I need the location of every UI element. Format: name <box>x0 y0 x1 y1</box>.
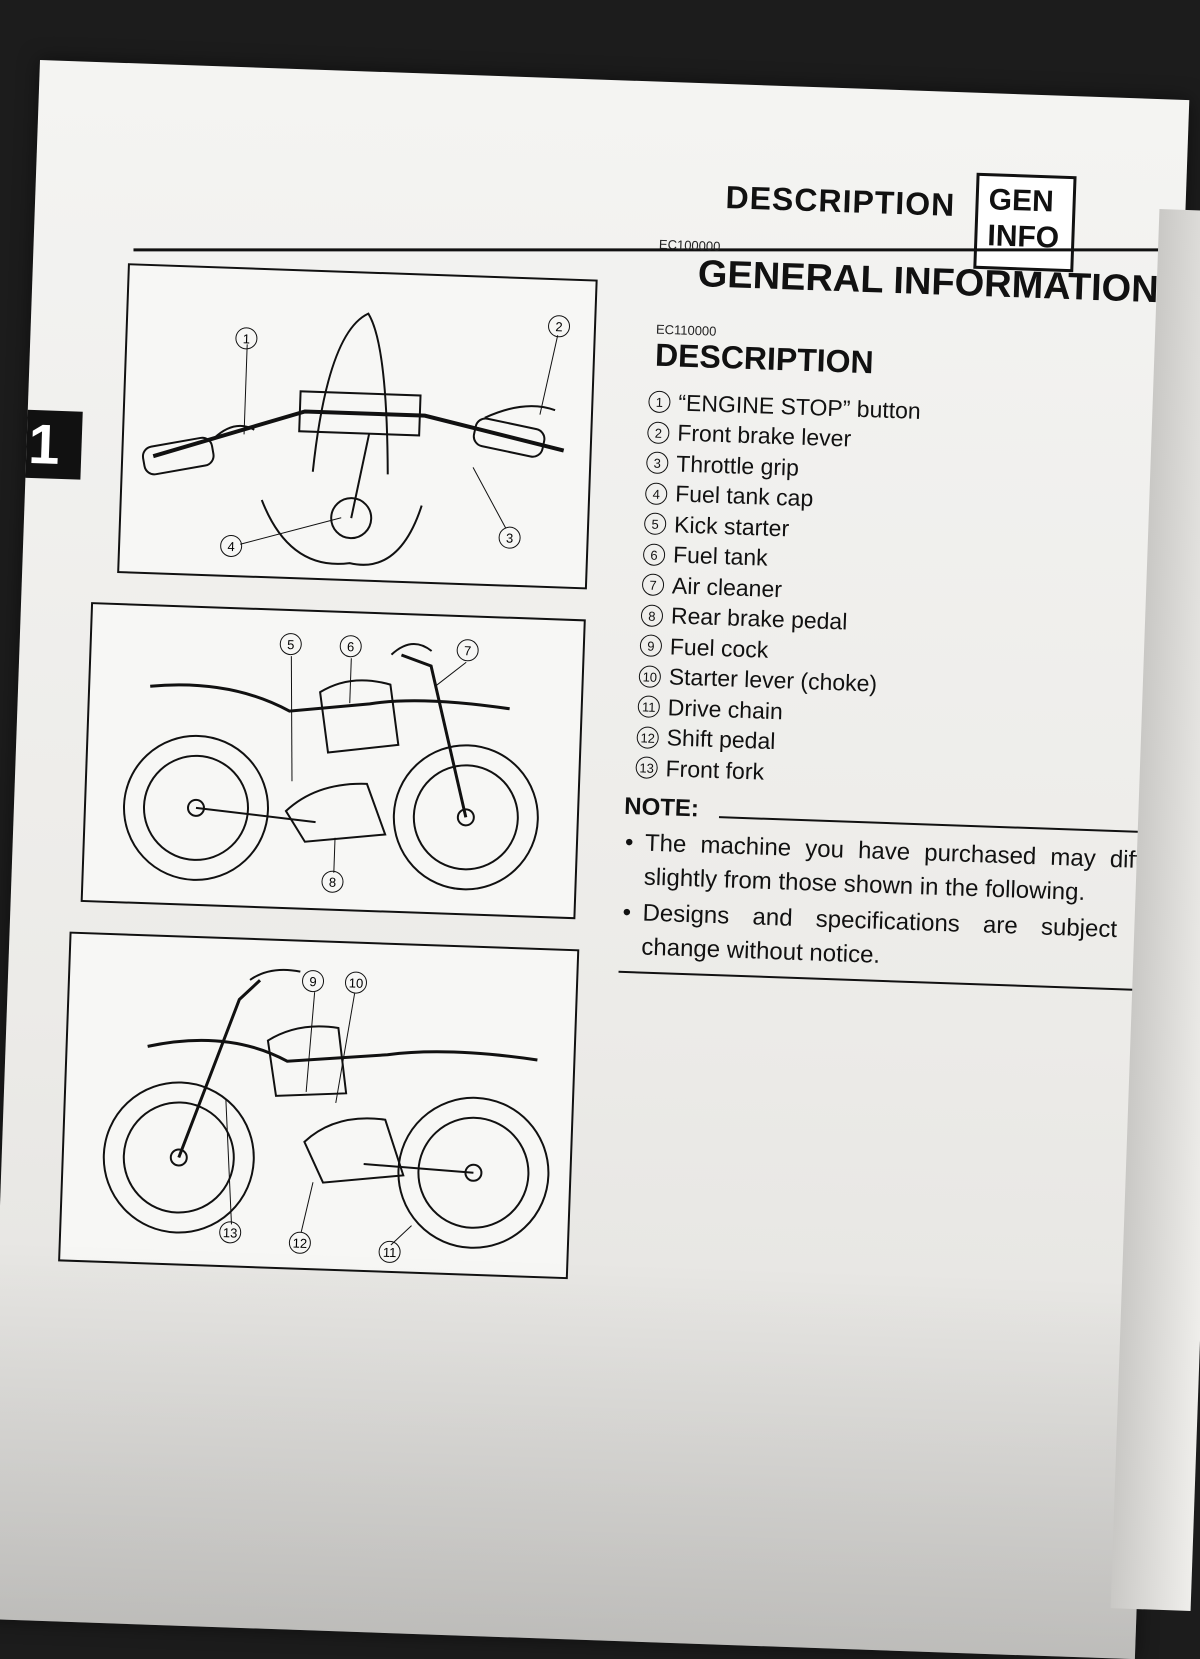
callout-number: 11 <box>637 695 661 719</box>
page-header-title: DESCRIPTION <box>725 179 956 224</box>
part-label: Drive chain <box>667 694 784 725</box>
gen-info-badge: GEN INFO <box>973 172 1077 273</box>
part-label: Front brake lever <box>676 419 852 452</box>
callout-number: 2 <box>646 421 670 444</box>
callout-number: 12 <box>636 725 660 749</box>
left-side-illustration <box>122 643 539 891</box>
part-label: Rear brake pedal <box>670 602 848 635</box>
callout-number: 7 <box>456 638 480 662</box>
callout-number: 5 <box>279 632 303 656</box>
callout-number: 5 <box>643 512 667 536</box>
callout-number: 11 <box>378 1240 401 1264</box>
callout-number: 9 <box>639 634 663 658</box>
gen-info-badge-line1: GEN <box>988 183 1055 219</box>
callout-number: 13 <box>218 1220 242 1244</box>
callout-number: 1 <box>235 326 258 350</box>
callout-number: 2 <box>547 314 571 338</box>
callout-number: 3 <box>498 526 521 550</box>
right-side-illustration <box>102 968 550 1249</box>
figure-handlebar: 1 2 3 4 <box>117 263 598 590</box>
part-label: Fuel cock <box>669 633 769 663</box>
part-label: Fuel tank cap <box>674 480 814 512</box>
part-label: Air cleaner <box>671 572 783 602</box>
callout-number: 12 <box>288 1231 312 1255</box>
part-label: Shift pedal <box>666 724 776 755</box>
note-list: The machine you have purchased may diffe… <box>619 826 1164 985</box>
page-shadow <box>0 1239 1149 1659</box>
callout-number: 4 <box>644 482 668 505</box>
callout-number: 8 <box>321 870 344 894</box>
callout-number: 3 <box>645 451 669 475</box>
part-label: Fuel tank <box>672 541 769 571</box>
subsection-title: DESCRIPTION <box>654 336 875 381</box>
section-title: GENERAL INFORMATION <box>697 253 1160 312</box>
section-code: EC100000 <box>658 236 721 254</box>
callout-number: 13 <box>635 756 659 780</box>
figure-right-side: 9 10 13 12 11 <box>58 931 580 1280</box>
manual-page: DESCRIPTION GEN INFO 1 EC100000 GENERAL … <box>0 60 1190 1659</box>
callout-number: 1 <box>648 390 671 414</box>
figure-left-side: 5 6 7 8 <box>80 602 586 920</box>
handlebar-illustration <box>141 312 565 566</box>
callout-number: 6 <box>642 543 666 566</box>
callout-number: 10 <box>638 665 662 688</box>
callout-number: 8 <box>640 604 664 627</box>
chapter-tab: 1 <box>5 409 83 480</box>
callout-number: 4 <box>219 534 243 558</box>
part-label: Throttle grip <box>675 450 800 481</box>
callout-number: 7 <box>641 573 665 597</box>
callout-number: 10 <box>344 971 368 994</box>
callout-number: 6 <box>339 634 363 658</box>
part-label: Kick starter <box>673 511 790 542</box>
note-label: NOTE: <box>623 792 700 823</box>
part-label: Front fork <box>665 755 765 785</box>
callout-number: 9 <box>301 969 325 993</box>
